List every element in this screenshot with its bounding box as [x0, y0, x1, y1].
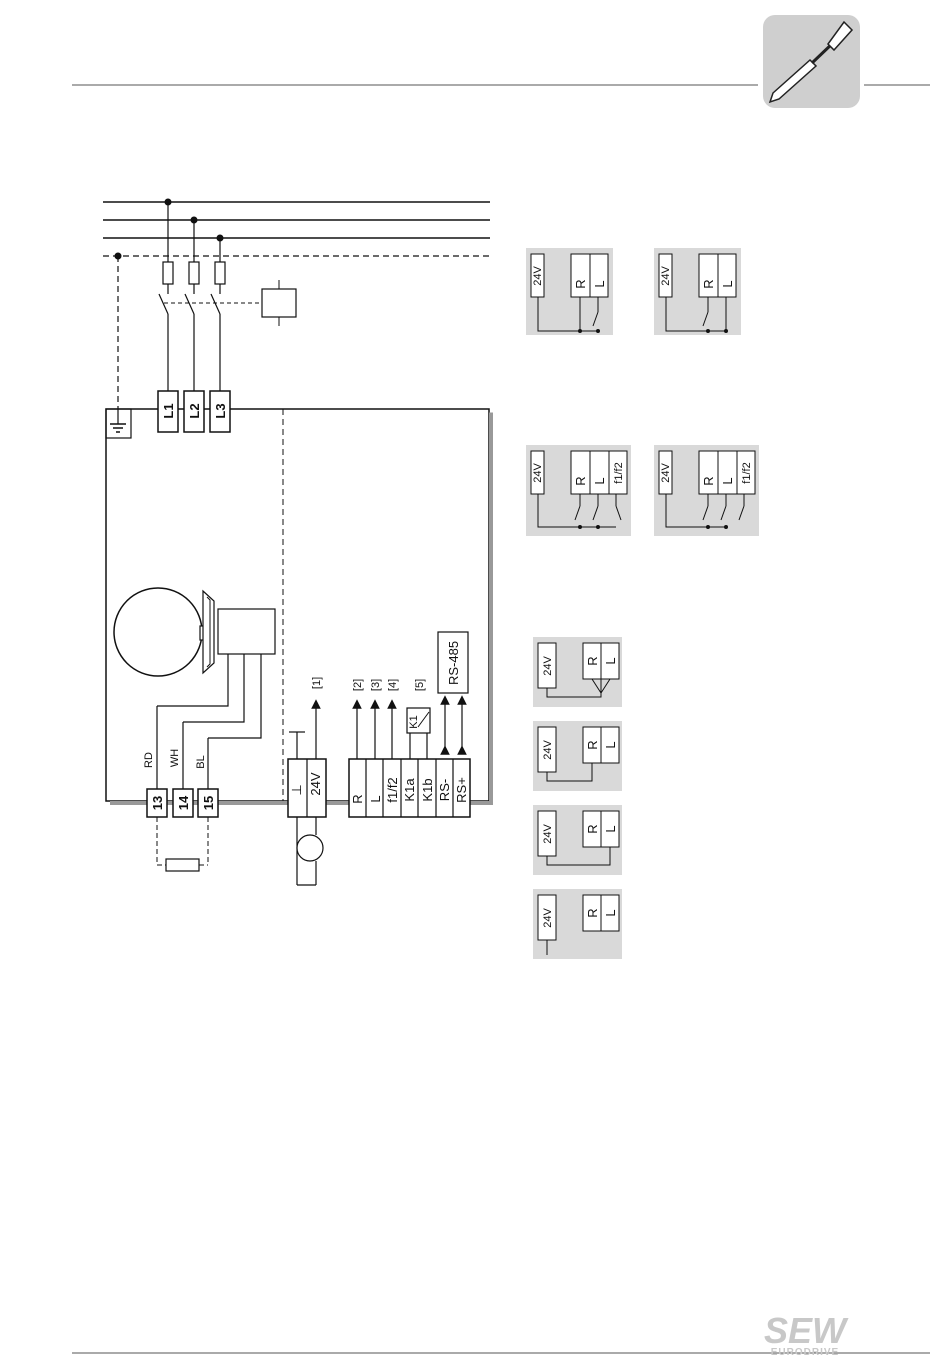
logo-sub: EURODRIVE	[771, 1347, 839, 1358]
terminal-r: R	[350, 794, 365, 803]
example-bridge-2: 24V R L	[533, 721, 622, 791]
ex-c4-r: R	[585, 908, 600, 917]
terminal-l2: L2	[187, 403, 202, 418]
ex-a2-l: L	[720, 280, 735, 287]
terminal-l1: L1	[161, 403, 176, 418]
ref-4: [4]	[387, 679, 399, 691]
terminal-l3: L3	[213, 403, 228, 418]
mains-terminal-block: L1 L2 L3	[158, 391, 230, 432]
terminal-13: 13	[150, 796, 165, 810]
mains-busbars	[103, 199, 490, 412]
ex-b1-l: L	[592, 477, 607, 484]
sew-eurodrive-logo: SEW EURODRIVE	[764, 1310, 849, 1358]
terminal-rs-minus: RS-	[437, 779, 452, 801]
ground-label: ⊥	[289, 784, 304, 795]
ex-c1-r: R	[585, 656, 600, 665]
ex-b1-r: R	[573, 476, 588, 485]
ex-c3-r: R	[585, 824, 600, 833]
ex-c3-l: L	[603, 825, 618, 832]
ex-b1-f: f1/f2	[613, 462, 625, 483]
screwdriver-icon	[763, 15, 860, 108]
terminal-k1b: K1b	[420, 778, 435, 801]
ex-b1-24v: 24V	[532, 463, 544, 483]
terminal-l: L	[368, 795, 383, 802]
example-bridge-4: 24V R L	[533, 889, 622, 959]
example-speed-2: 24V R L f1/f2	[654, 445, 759, 536]
ex-c3-24v: 24V	[542, 824, 554, 844]
terminal-k1a: K1a	[402, 778, 417, 802]
rs485-label: RS-485	[446, 641, 461, 685]
braking-resistor	[157, 817, 208, 871]
ex-b2-f: f1/f2	[741, 462, 753, 483]
ex-a1-24v: 24V	[532, 266, 544, 286]
ex-b2-l: L	[720, 477, 735, 484]
wire-label-bl: BL	[195, 755, 207, 768]
logo-brand: SEW	[764, 1310, 849, 1351]
example-cw-ccw-1: 24V R L	[526, 248, 613, 335]
example-bridge-3: 24V R L	[533, 805, 622, 875]
terminal-14: 14	[176, 795, 191, 810]
example-speed-1: 24V R L f1/f2	[526, 445, 631, 536]
ex-c1-24v: 24V	[542, 656, 554, 676]
brake-terminal-block: 13 14 15 RD WH BL	[143, 749, 218, 817]
ref-5: [5]	[414, 679, 426, 691]
example-cw-ccw-2: 24V R L	[654, 248, 741, 335]
ref-2: [2]	[352, 679, 364, 691]
terminal-f1f2: f1/f2	[385, 777, 400, 802]
ex-a1-r: R	[573, 279, 588, 288]
ground-terminal	[106, 409, 131, 438]
ex-b2-24v: 24V	[660, 463, 672, 483]
wire-label-wh: WH	[169, 749, 181, 767]
ex-c2-24v: 24V	[542, 740, 554, 760]
ex-a2-r: R	[701, 279, 716, 288]
wire-label-rd: RD	[143, 752, 155, 768]
ex-c1-l: L	[603, 657, 618, 664]
ref-3: [3]	[370, 679, 382, 691]
ex-b2-r: R	[701, 476, 716, 485]
ex-c4-l: L	[603, 909, 618, 916]
ex-a2-24v: 24V	[660, 266, 672, 286]
terminal-24v: 24V	[308, 772, 323, 795]
ex-c4-24v: 24V	[542, 908, 554, 928]
terminal-rs-plus: RS+	[454, 777, 469, 803]
ex-c2-r: R	[585, 740, 600, 749]
ref-1: [1]	[311, 677, 323, 689]
terminal-15: 15	[201, 796, 216, 810]
ex-c2-l: L	[603, 741, 618, 748]
ex-a1-l: L	[592, 280, 607, 287]
example-bridge-1: 24V R L	[533, 637, 622, 707]
relay-k1-label: K1	[408, 715, 420, 728]
